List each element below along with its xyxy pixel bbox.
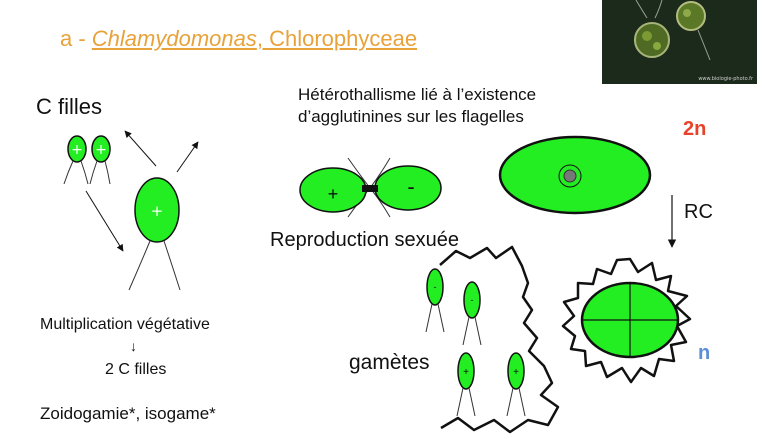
- arrow-upper-right: [176, 141, 199, 173]
- daughter-cell-1-sign: +: [71, 142, 83, 158]
- title-suffix: , Chlorophyceae: [256, 26, 418, 51]
- gamete-1: [425, 268, 445, 333]
- gamete-3-sign: +: [463, 367, 469, 378]
- label-gametes: gamètes: [349, 351, 430, 374]
- gamete-4: [506, 352, 526, 417]
- vegetative-cell: [128, 177, 181, 291]
- zygospore-tetrad: [580, 281, 680, 359]
- arrow-lower: [85, 190, 124, 252]
- mating-cell-minus-sign: -: [407, 174, 414, 199]
- daughter-cell-1: [63, 135, 89, 185]
- heterothallism-line-1: Hétérothallisme lié à l’existence: [298, 85, 537, 104]
- vegetative-cell-sign: +: [151, 202, 164, 220]
- daughter-cell-2: [89, 135, 111, 185]
- label-2-c-filles: 2 C filles: [105, 361, 167, 378]
- arrow-to-daughter-cells: [124, 130, 157, 167]
- mating-pair: [299, 157, 442, 218]
- gamete-3: [456, 352, 476, 417]
- page-title: a - Chlamydomonas, Chlorophyceae: [60, 26, 417, 52]
- label-rc: RC: [684, 201, 713, 223]
- label-zoidogamie-isogame: Zoidogamie*, isogame*: [40, 404, 216, 423]
- daughter-cell-2-sign: +: [95, 142, 107, 158]
- germination-sac-wall: [439, 245, 560, 434]
- gamete-4-sign: +: [513, 367, 519, 378]
- label-n: n: [698, 342, 711, 364]
- label-multiplication-vegetative: Multiplication végétative: [40, 316, 210, 333]
- label-heterothallism: Hétérothallisme lié à l’existence d’aggl…: [298, 84, 536, 128]
- zygote-cell: [498, 135, 652, 215]
- title-genus: Chlamydomonas: [91, 26, 257, 51]
- heterothallism-line-2: d’agglutinines sur les flagelles: [298, 107, 524, 126]
- mating-cell-plus-sign: +: [328, 184, 339, 204]
- gamete-2-sign: -: [471, 295, 474, 305]
- label-reproduction-sexuee: Reproduction sexuée: [270, 229, 460, 251]
- label-c-filles: C filles: [36, 94, 103, 119]
- gamete-2: [462, 281, 482, 346]
- arrow-down-glyph: ↓: [130, 338, 137, 354]
- photo-credit: www.biologie-photo.fr: [698, 76, 753, 82]
- gamete-1-sign: -: [434, 282, 437, 292]
- label-2n: 2n: [683, 118, 707, 140]
- title-prefix: a -: [60, 26, 92, 51]
- microscope-photo: www.biologie-photo.fr: [602, 0, 757, 84]
